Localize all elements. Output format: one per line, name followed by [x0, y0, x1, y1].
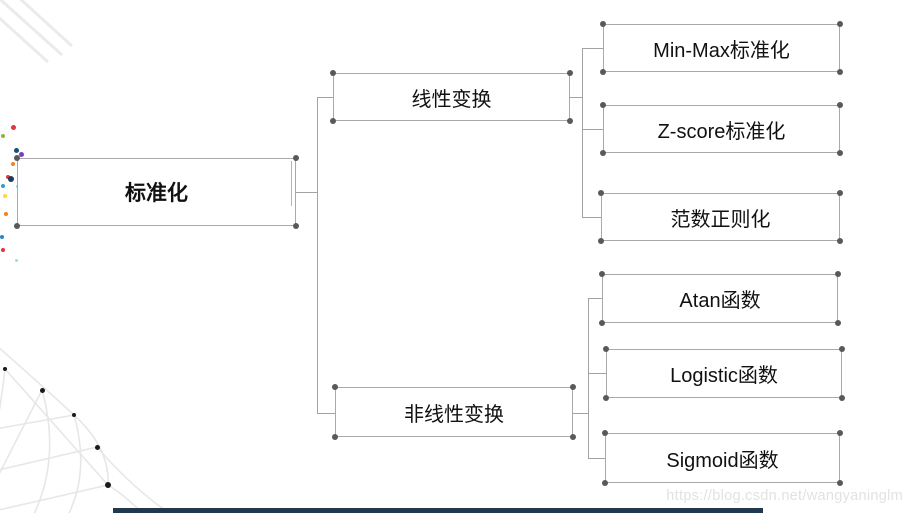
selection-handle[interactable] [837, 69, 843, 75]
selection-handle[interactable] [293, 155, 299, 161]
connector [317, 413, 335, 414]
decorative-dot [13, 147, 19, 153]
selection-handle[interactable] [837, 21, 843, 27]
node-linear[interactable]: 线性变换 [330, 70, 573, 124]
connector [588, 373, 606, 374]
decorative-dot [11, 162, 15, 166]
selection-handle[interactable] [603, 346, 609, 352]
selection-handle[interactable] [599, 320, 605, 326]
decorative-dot [1, 184, 5, 188]
selection-handle[interactable] [837, 480, 843, 486]
connector [317, 97, 333, 98]
selection-handle[interactable] [293, 223, 299, 229]
selection-handle[interactable] [600, 21, 606, 27]
selection-handle[interactable] [603, 395, 609, 401]
watermark-url: https://blog.csdn.net/wangyaninglm [666, 488, 903, 504]
selection-handle[interactable] [330, 70, 336, 76]
node-root-label: 标准化 [125, 182, 188, 205]
node-zscore[interactable]: Z-score标准化 [600, 102, 843, 156]
selection-handle[interactable] [602, 430, 608, 436]
selection-handle[interactable] [837, 238, 843, 244]
selection-handle[interactable] [839, 346, 845, 352]
decorative-dot [8, 176, 14, 182]
selection-handle[interactable] [835, 320, 841, 326]
decorative-dot [1, 248, 5, 252]
connector [588, 458, 605, 459]
node-root-anchor-line [291, 161, 292, 206]
decorative-dot [14, 258, 18, 262]
selection-handle[interactable] [837, 102, 843, 108]
node-nonlinear[interactable]: 非线性变换 [332, 384, 576, 440]
connector [582, 129, 603, 130]
node-sigmoid-label: Sigmoid函数 [666, 449, 779, 472]
selection-handle[interactable] [332, 434, 338, 440]
selection-handle[interactable] [14, 155, 20, 161]
connector [573, 413, 588, 414]
selection-handle[interactable] [567, 118, 573, 124]
selection-handle[interactable] [567, 70, 573, 76]
node-logistic[interactable]: Logistic函数 [603, 346, 845, 401]
selection-handle[interactable] [570, 384, 576, 390]
connector [588, 298, 589, 458]
node-atan-label: Atan函数 [679, 290, 761, 312]
node-norm[interactable]: 范数正则化 [598, 190, 843, 244]
connector [582, 48, 603, 49]
selection-handle[interactable] [330, 118, 336, 124]
node-minmax-label: Min-Max标准化 [653, 39, 790, 62]
decorative-dot [4, 212, 8, 216]
decorative-dot [10, 124, 16, 130]
decorative-dot [1, 134, 5, 138]
node-atan[interactable]: Atan函数 [599, 271, 841, 326]
selection-handle[interactable] [600, 150, 606, 156]
connector [582, 48, 583, 217]
decorative-dot [39, 387, 45, 393]
selection-handle[interactable] [570, 434, 576, 440]
selection-handle[interactable] [839, 395, 845, 401]
decorative-dot [94, 444, 100, 450]
node-norm-label: 范数正则化 [670, 208, 771, 231]
decorative-dot [3, 194, 7, 198]
node-minmax[interactable]: Min-Max标准化 [600, 21, 843, 75]
decorative-dot [3, 367, 7, 371]
node-nonlinear-label: 非线性变换 [404, 403, 504, 426]
selection-handle[interactable] [598, 190, 604, 196]
connector [582, 217, 601, 218]
decorative-dot [0, 235, 4, 239]
node-sigmoid[interactable]: Sigmoid函数 [602, 430, 843, 486]
selection-handle[interactable] [599, 271, 605, 277]
selection-handle[interactable] [837, 150, 843, 156]
connector [570, 97, 582, 98]
connector [317, 97, 318, 413]
selection-handle[interactable] [837, 190, 843, 196]
connector [588, 298, 602, 299]
node-linear-label: 线性变换 [411, 88, 492, 111]
decorative-dot [72, 413, 76, 417]
decorative-dot [105, 482, 111, 488]
selection-handle[interactable] [837, 430, 843, 436]
decorative-dot [6, 175, 10, 179]
selection-handle[interactable] [600, 69, 606, 75]
selection-handle[interactable] [600, 102, 606, 108]
node-logistic-label: Logistic函数 [670, 365, 778, 387]
selection-handle[interactable] [598, 238, 604, 244]
connector [295, 192, 317, 193]
node-zscore-label: Z-score标准化 [657, 120, 786, 143]
node-root[interactable]: 标准化 [14, 155, 299, 229]
selection-handle[interactable] [14, 223, 20, 229]
selection-handle[interactable] [332, 384, 338, 390]
selection-handle[interactable] [602, 480, 608, 486]
bottom-progress-bar [113, 508, 763, 513]
selection-handle[interactable] [835, 271, 841, 277]
